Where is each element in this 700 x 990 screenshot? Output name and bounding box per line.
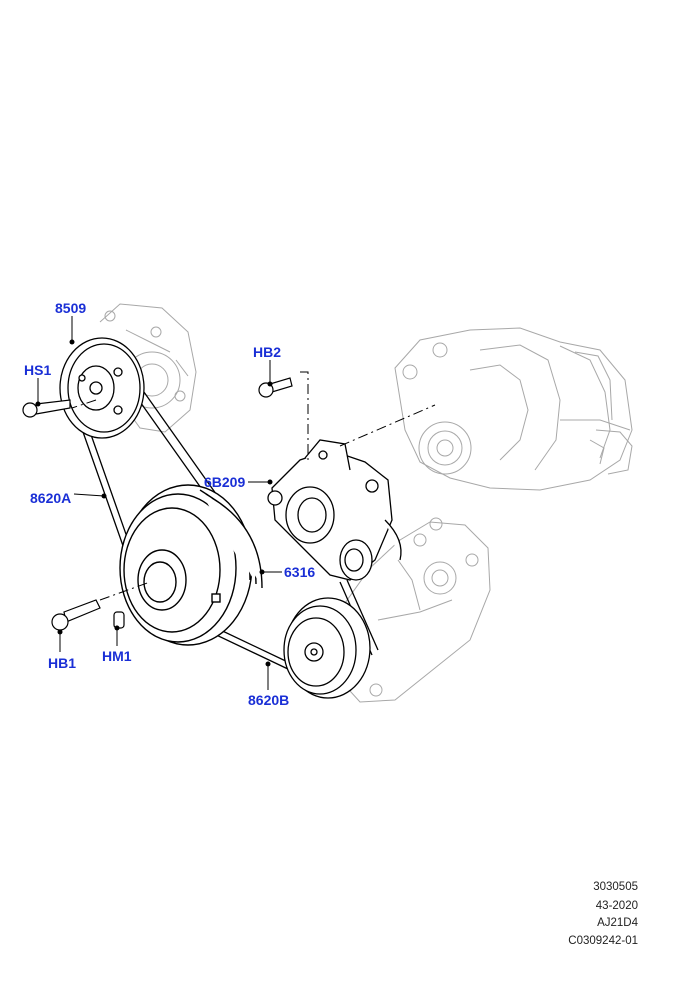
callout-8620a[interactable]: 8620A bbox=[30, 490, 72, 506]
ac-compressor-pulley bbox=[283, 597, 371, 699]
callout-6316[interactable]: 6316 bbox=[284, 564, 316, 580]
dowel-hm1 bbox=[113, 611, 125, 629]
callout-6b209[interactable]: 6B209 bbox=[204, 474, 246, 490]
bolt-hs1 bbox=[22, 399, 71, 418]
reference-code-3: AJ21D4 bbox=[597, 917, 638, 929]
leader-lines bbox=[37, 316, 282, 690]
bolt-hb2 bbox=[258, 377, 293, 398]
water-pump-pulley bbox=[59, 337, 145, 439]
crankshaft-pulley bbox=[119, 484, 263, 646]
assembly-lines bbox=[71, 371, 436, 601]
reference-code-4: C0309242-01 bbox=[568, 935, 638, 947]
reference-code-1: 3030505 bbox=[593, 881, 638, 893]
alternator bbox=[394, 327, 633, 491]
belt-tensioner bbox=[267, 439, 402, 581]
leader-dots bbox=[35, 339, 273, 667]
callout-8509[interactable]: 8509 bbox=[55, 300, 87, 316]
callout-8620b[interactable]: 8620B bbox=[248, 692, 290, 708]
bolt-hb1 bbox=[51, 599, 101, 631]
callout-hs1[interactable]: HS1 bbox=[24, 362, 52, 378]
callout-hb1[interactable]: HB1 bbox=[48, 655, 77, 671]
callout-hb2[interactable]: HB2 bbox=[253, 344, 282, 360]
reference-code-2: 43-2020 bbox=[595, 900, 638, 912]
callout-hm1[interactable]: HM1 bbox=[102, 648, 132, 664]
